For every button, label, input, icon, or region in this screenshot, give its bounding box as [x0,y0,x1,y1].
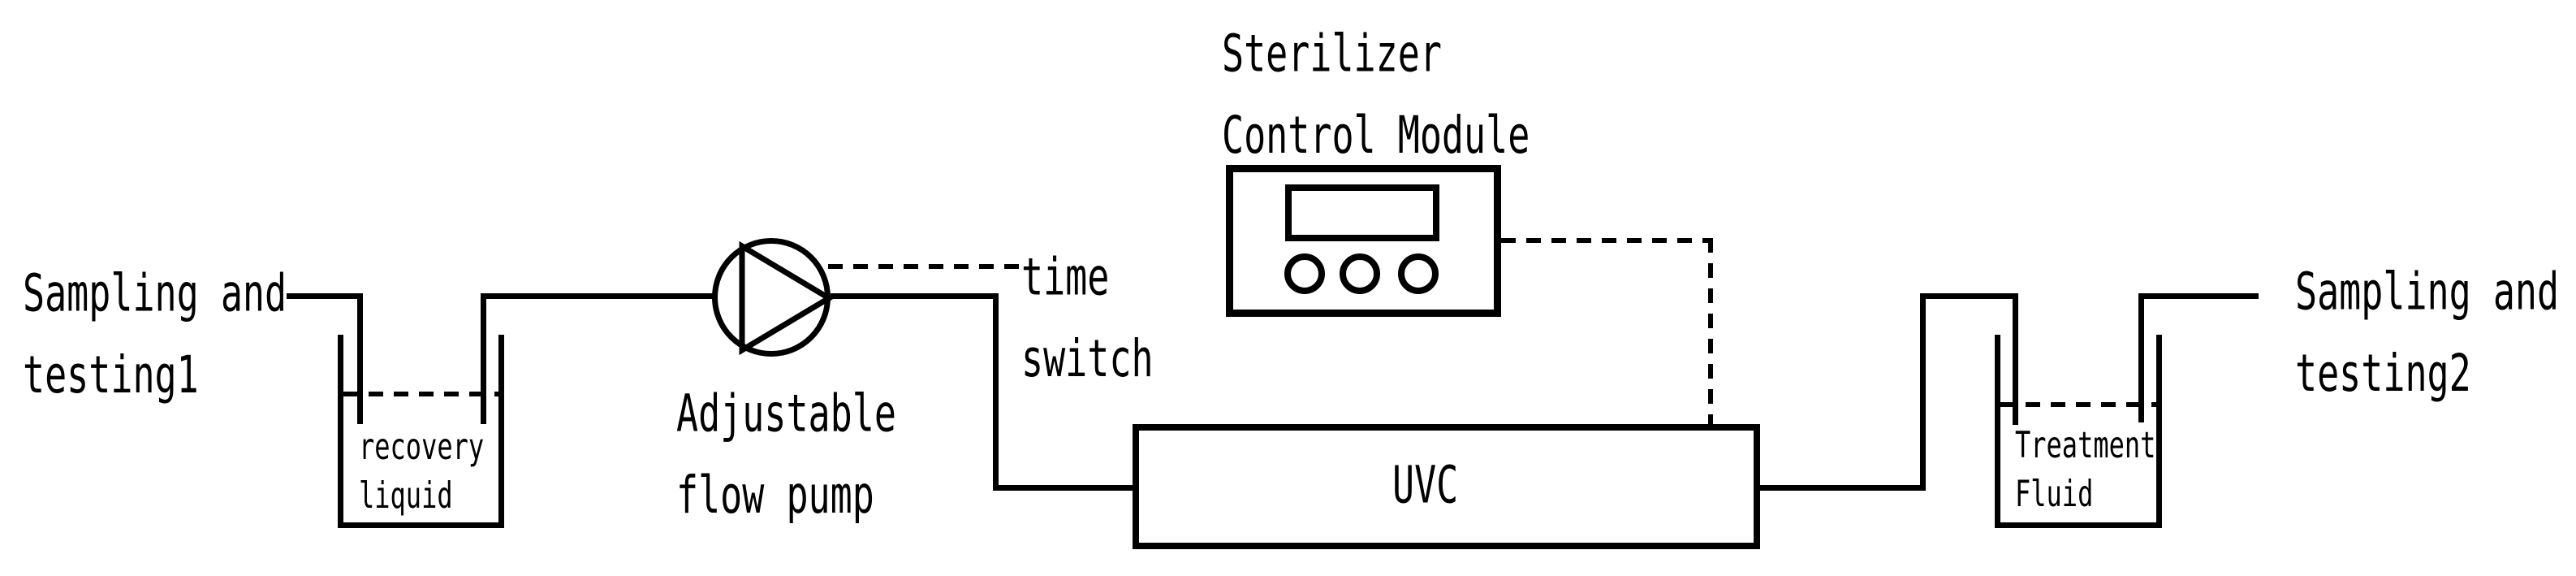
pump-circle-icon [712,238,831,357]
uvc-box [1133,424,1760,549]
pipe-down-to-uvc [993,293,999,491]
tank1-inlet-dip-tube [357,293,363,424]
label-uvc: UVC [1392,454,1459,515]
label-sampling-testing-1-line1: Sampling and [23,262,287,323]
tank1-left-wall [338,335,343,528]
pipe-over-tank2 [1920,293,2018,299]
tank2-inlet-dip-tube [2013,293,2018,425]
label-sterilizer-control-module-line1: Sterilizer [1222,23,1442,84]
label-sampling-testing-1-line2: testing1 [23,344,199,405]
label-adjustable-flow-pump-line2: flow pump [676,465,874,526]
tank2-right-wall [2156,335,2162,528]
label-recovery-liquid-line2: liquid [359,474,453,518]
label-recovery-liquid: recovery liquid [359,422,484,520]
label-treatment-fluid-line1: Treatment [2015,422,2156,466]
control-module-button-1 [1284,253,1325,294]
label-sampling-testing-2-line2: testing2 [2295,343,2471,404]
dashed-link-pump-time-switch [828,264,1019,269]
label-time-switch-line2: switch [1021,328,1154,389]
label-adjustable-flow-pump: Adjustable flow pump [676,373,896,537]
pipe-inlet-horizontal [287,293,363,299]
pipe-up-from-uvc [1920,293,1926,491]
control-module-button-3 [1398,253,1439,294]
label-time-switch: time switch [1021,236,1154,401]
tank2-left-wall [1995,335,2000,528]
label-sampling-testing-1: Sampling and testing1 [23,253,287,417]
label-time-switch-line1: time [1021,246,1110,307]
tank1-right-wall [498,335,504,528]
control-module-display [1285,184,1439,241]
tank1-bottom [338,522,504,528]
tank2-outlet-dip-tube [2138,293,2144,422]
pipe-uvc-outlet [1760,485,1926,491]
dashed-wire-module-horizontal [1501,238,1711,243]
label-sterilizer-control-module-line2: Control Module [1222,105,1530,166]
pump-triangle-icon [739,240,835,356]
label-treatment-fluid-line2: Fluid [2015,472,2094,516]
pipe-outlet-horizontal [2138,293,2259,299]
dashed-wire-module-vertical [1708,238,1713,424]
label-sampling-testing-2-line1: Sampling and [2295,261,2560,322]
tank2-bottom [1995,522,2162,528]
label-recovery-liquid-line1: recovery [359,424,485,468]
pipe-tank1-to-pump [481,293,718,299]
tank2-liquid-level-line [2000,402,2156,407]
control-module-button-2 [1340,253,1380,294]
pipe-pump-outlet [831,293,999,299]
tank1-outlet-dip-tube [481,293,486,424]
pipe-into-uvc [993,485,1139,491]
label-sampling-testing-2: Sampling and testing2 [2295,251,2559,415]
tank1-liquid-level-line [343,392,498,396]
label-adjustable-flow-pump-line1: Adjustable [676,383,896,444]
